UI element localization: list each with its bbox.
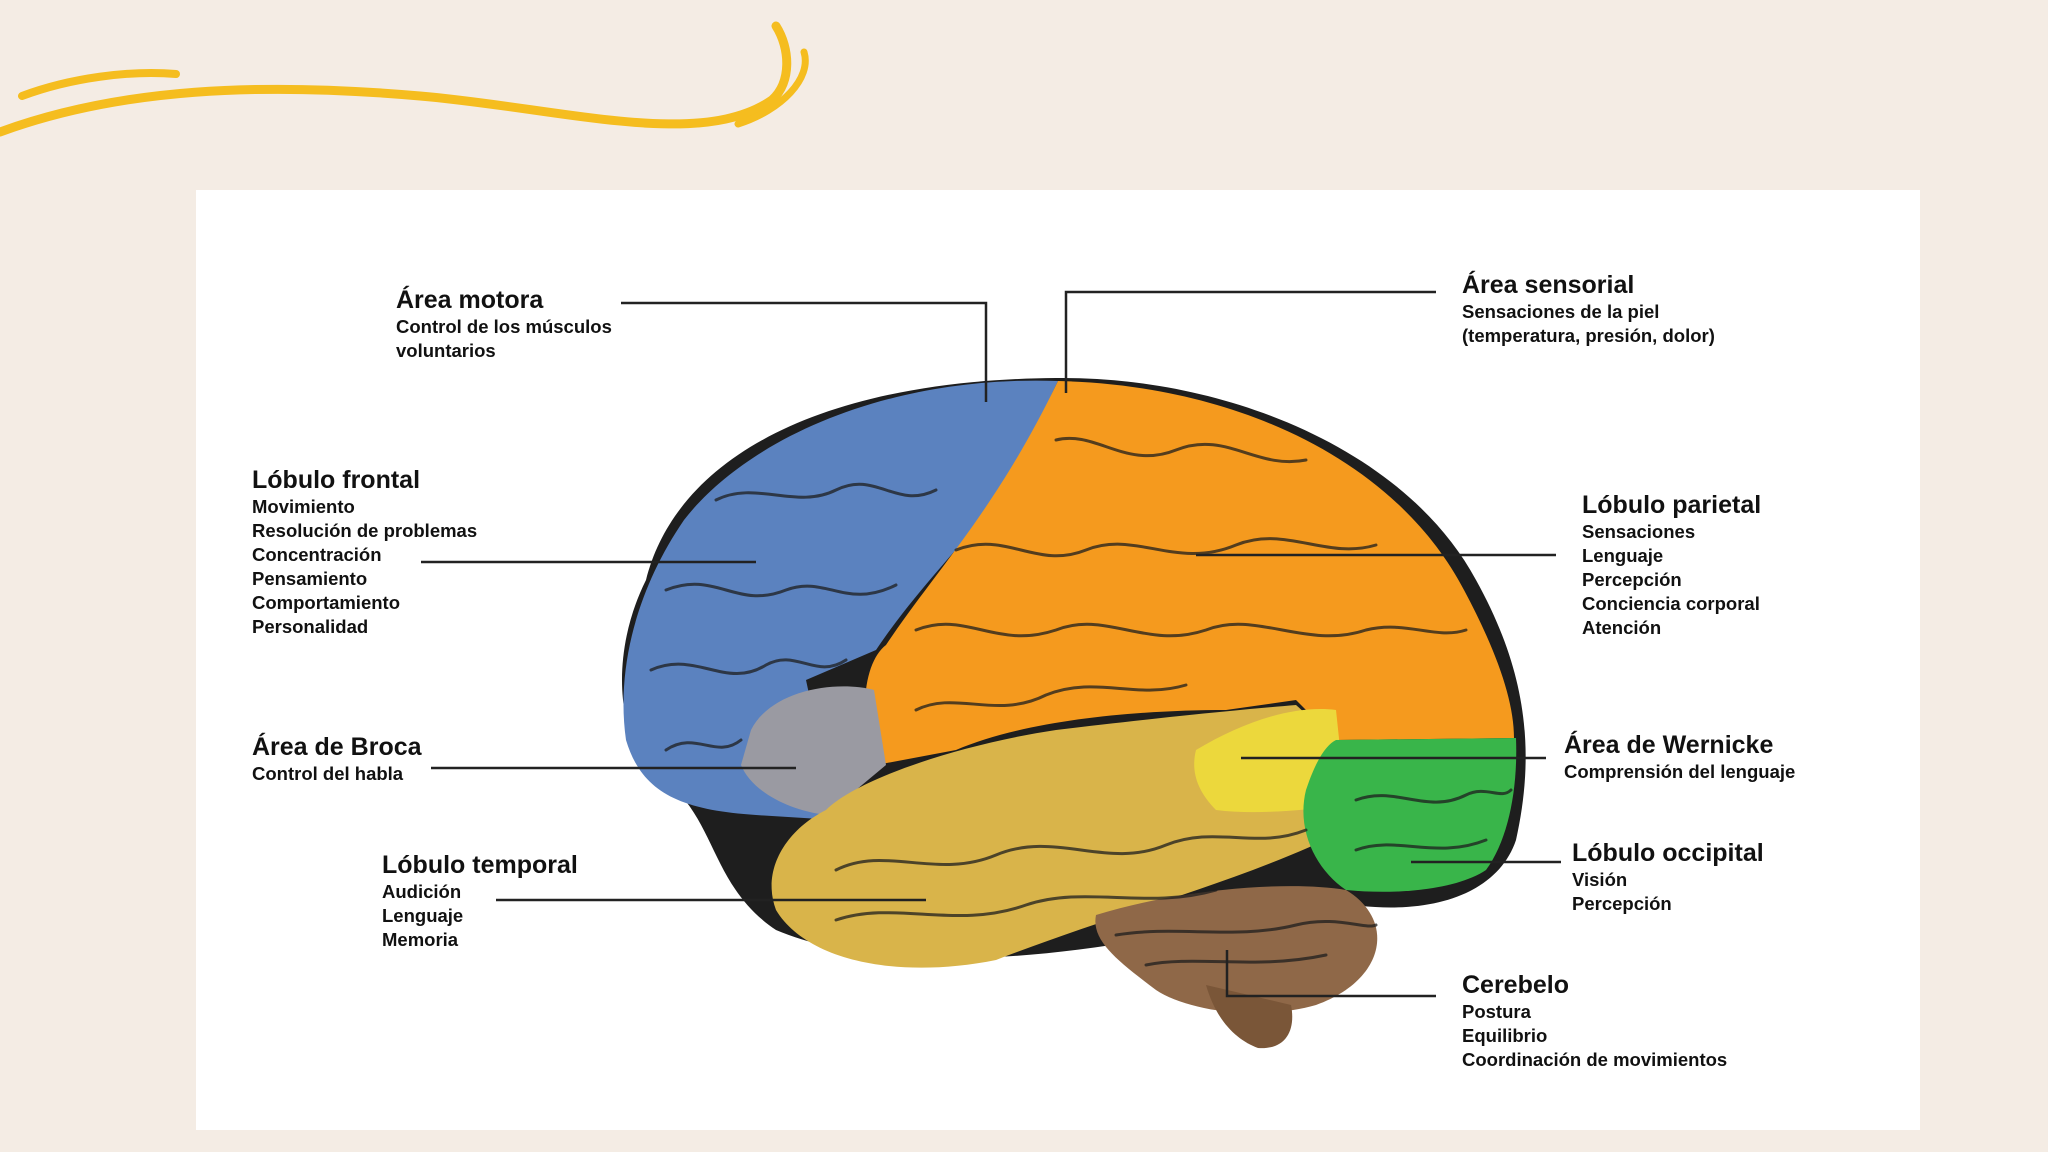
leader-line-area-motora [621,301,988,402]
occipital-lobe [1303,738,1517,892]
parietal-lobe [865,381,1514,765]
label-title: Lóbulo frontal [252,466,421,494]
label-area-broca: Área de Broca Control del habla [252,732,422,786]
label-title: Área motora [396,286,544,314]
label-line: Percepción [1572,893,1672,914]
label-cerebelo: Cerebelo Postura Equilibrio Coordinación… [1462,970,1727,1072]
label-title: Lóbulo occipital [1572,839,1764,867]
label-line: Movimiento [252,496,355,517]
label-lobulo-temporal: Lóbulo temporal Audición Lenguaje Memori… [382,850,578,952]
label-title: Cerebelo [1462,971,1569,999]
leader-line-area-sensorial [1064,290,1436,393]
broca-area [741,686,886,815]
label-line: Coordinación de movimientos [1462,1049,1728,1070]
label-line: Comportamiento [252,592,400,613]
swoosh-stroke-tail [734,48,809,128]
swoosh-stroke-upper [18,68,180,100]
label-line: Equilibrio [1462,1025,1548,1046]
leader-line-cerebelo [1225,950,1436,998]
label-line: Concentración [252,544,382,565]
label-line: Percepción [1582,569,1682,590]
label-line: Audición [382,881,462,902]
frontal-lobe [623,380,1058,820]
label-line: Visión [1572,869,1628,890]
label-line: Personalidad [252,616,369,637]
label-line: (temperatura, presión, dolor) [1462,325,1715,346]
cerebellum [1095,886,1378,1014]
label-line: Memoria [382,929,459,950]
label-area-wernicke: Área de Wernicke Comprensión del lenguaj… [1564,730,1795,784]
swoosh-stroke-main [0,21,792,137]
label-line: Atención [1582,617,1662,638]
gyri-texture [649,437,1513,967]
label-title: Área sensorial [1462,271,1635,299]
label-line: Comprensión del lenguaje [1564,761,1796,782]
label-title: Área de Broca [252,733,422,761]
label-line: Sensaciones de la piel [1462,301,1660,322]
label-line: Conciencia corporal [1582,593,1760,614]
label-line: Postura [1462,1001,1531,1022]
label-title: Lóbulo parietal [1582,491,1762,519]
label-line: Control del habla [252,763,404,784]
label-title: Área de Wernicke [1564,731,1774,759]
label-line: Sensaciones [1582,521,1696,542]
brain-illustration-icon [421,290,1561,1049]
label-line: Resolución de problemas [252,520,478,541]
label-area-sensorial: Área sensorial Sensaciones de la piel (t… [1462,270,1715,348]
label-line: Lenguaje [382,905,464,926]
label-line: Lenguaje [1582,545,1664,566]
label-lobulo-frontal: Lóbulo frontal Movimiento Resolución de … [252,465,477,639]
label-line: voluntarios [396,340,496,361]
label-area-motora: Área motora Control de los músculos volu… [396,285,612,363]
label-line: Control de los músculos [396,316,612,337]
label-lobulo-parietal: Lóbulo parietal Sensaciones Lenguaje Per… [1582,490,1761,640]
label-lobulo-occipital: Lóbulo occipital Visión Percepción [1572,838,1764,916]
swoosh-decoration-icon [0,21,809,137]
label-line: Pensamiento [252,568,368,589]
brain-stem [1206,985,1293,1049]
diagram-panel: Área motora Control de los músculos volu… [196,190,1920,1130]
label-title: Lóbulo temporal [382,851,578,879]
